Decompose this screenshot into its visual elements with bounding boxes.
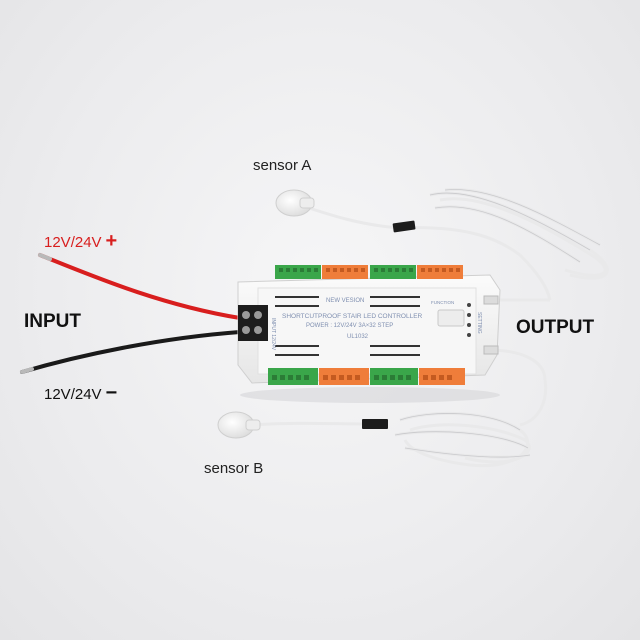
input-terminal-block [238, 305, 268, 341]
controller-board [237, 265, 501, 385]
board-setting: SETTING [476, 312, 482, 334]
connector-a [392, 220, 416, 233]
red-wire [38, 253, 242, 320]
input-label: INPUT [24, 311, 81, 332]
connector-b [362, 419, 388, 429]
sensor-a [275, 189, 315, 217]
output-label: OUTPUT [516, 317, 595, 338]
setting-buttons [437, 309, 465, 327]
sensor-b [217, 411, 261, 439]
negative-voltage-label: 12V/24V− [44, 382, 117, 405]
negative-voltage-text: 12V/24V [44, 386, 102, 403]
board-model: UL1032 [347, 334, 369, 340]
sensor-a-label: sensor A [253, 157, 312, 174]
minus-sign: − [105, 382, 118, 404]
board-input-mark: INPUT 12/24V [270, 318, 276, 351]
positive-voltage-text: 12V/24V [44, 234, 102, 251]
board-power: POWER : 12V/24V 3A×32 STEP [306, 323, 394, 329]
plus-sign: + [105, 230, 118, 252]
board-function: FUNCTION [431, 300, 455, 305]
terminal-row-bottom [268, 368, 465, 385]
black-wire [20, 330, 242, 374]
board-brand: NEW VESION [326, 298, 365, 304]
sensor-b-label: sensor B [204, 460, 264, 477]
terminal-row-top [275, 265, 463, 279]
board-title: SHORTCUTPROOF STAIR LED CONTROLLER [282, 313, 423, 320]
positive-voltage-label: 12V/24V+ [44, 230, 117, 253]
